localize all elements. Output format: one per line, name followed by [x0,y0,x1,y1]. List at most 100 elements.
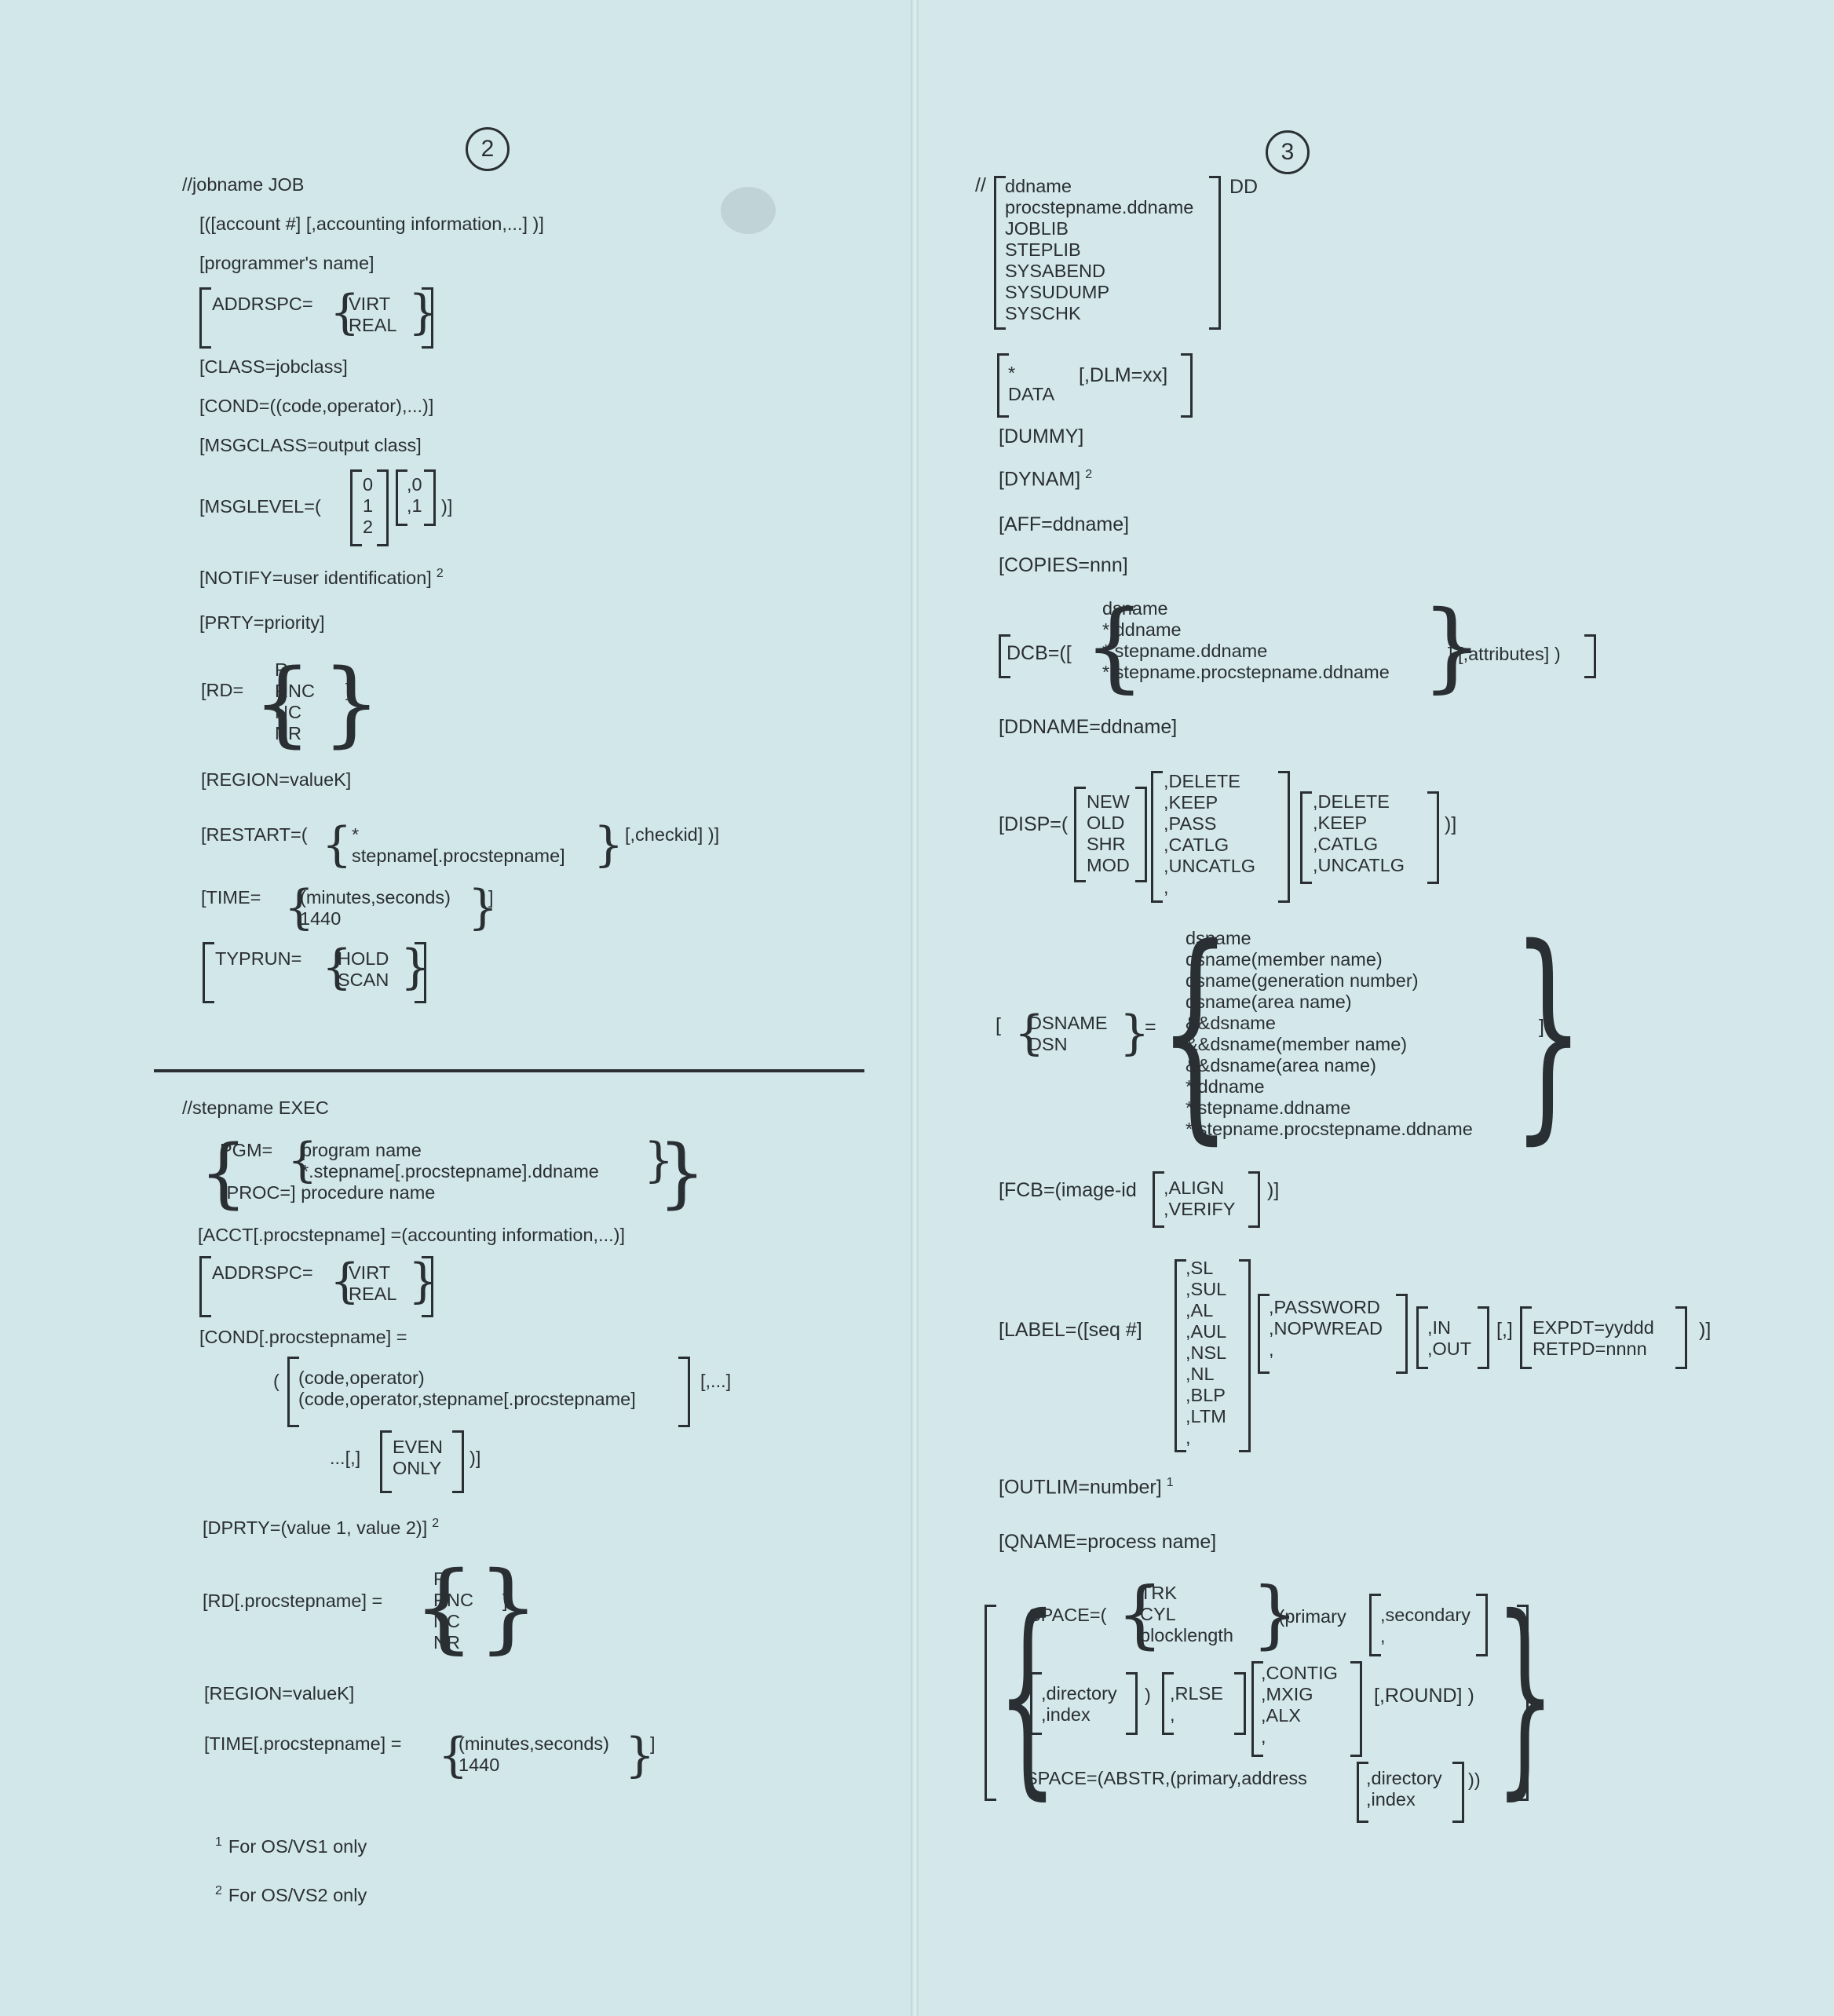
option: NEW [1087,791,1130,812]
bracket-right [1478,1306,1489,1369]
option: ,ALX [1261,1705,1301,1726]
job-cond: [COND=((code,operator),...)] [199,396,434,416]
option: ,CATLG [1164,835,1229,855]
bracket-right [1135,787,1147,882]
dd-qname: [QNAME=process name] [999,1531,1217,1553]
bracket-left [1074,787,1086,882]
option: *.ddname [1186,1076,1265,1097]
bracket-right [1181,353,1193,418]
bracket-left [1162,1672,1174,1735]
bracket-left [203,942,214,1003]
dd-dcb-options: dsname *.ddname *.stepname.ddname *.step… [1102,598,1390,683]
brace-right: } [477,1551,539,1664]
option: dsname [1102,598,1168,619]
exec-region: [REGION=valueK] [204,1683,355,1704]
option: , [1380,1626,1386,1646]
dd-label-close: )] [1699,1319,1712,1341]
bracket-left [1151,771,1163,903]
job-time-label: [TIME= [201,887,261,908]
dd-label-io-options: ,IN ,OUT [1427,1317,1471,1360]
bracket-left [1357,1762,1368,1823]
option: NR [275,723,301,743]
bracket-left [1300,791,1312,884]
option: OLD [1087,813,1125,833]
dd-label-type-options: ,SL ,SUL ,AL ,AUL ,NSL ,NL ,BLP ,LTM , [1186,1258,1226,1448]
option: REAL [349,315,397,335]
exec-cond-tail: [,...] [700,1371,732,1391]
option: ,NSL [1186,1342,1227,1363]
bracket-left [1175,1259,1186,1452]
dprty-text: [DPRTY=(value 1, value 2)] [203,1517,428,1538]
option: DSN [1028,1034,1068,1054]
bracket-left [1369,1594,1381,1656]
bracket-left [380,1430,392,1493]
job-restart-label: [RESTART=( [201,824,308,845]
dd-abstr-close: )) [1468,1769,1481,1790]
option: ,SUL [1186,1279,1227,1299]
job-notify: [NOTIFY=user identification]2 [199,567,444,589]
option: CYL [1140,1604,1176,1624]
option: ,OUT [1427,1339,1472,1359]
job-typrun-options: HOLD SCAN [338,948,389,991]
exec-rd-close: ] [502,1591,508,1611]
dd-fcb-close: )] [1267,1179,1280,1201]
option: SYSCHK [1005,303,1081,323]
dd-fcb-label: [FCB=(image-id [999,1179,1137,1201]
job-addrspc-options: VIRT REAL [349,294,396,336]
option: VIRT [349,294,391,314]
option: DATA [1008,384,1055,404]
option: ,CONTIG [1261,1663,1338,1683]
exec-even-close: )] [469,1448,481,1468]
option: ,SL [1186,1258,1214,1278]
bracket-right [1584,634,1596,678]
option: dsname(area name) [1186,992,1352,1012]
option: , [1269,1339,1274,1360]
bracket-left [350,469,362,546]
dd-label-sep: [,] [1496,1319,1513,1341]
dd-outlim: [OUTLIM=number]1 [999,1476,1174,1499]
dd-space-paren: ) [1145,1685,1151,1705]
bracket-right [1517,1605,1529,1801]
option: *.stepname.procstepname.ddname [1102,662,1390,682]
bracket-right [422,287,433,349]
bracket-right [1278,771,1290,903]
bracket-left [199,287,211,349]
option: NC [275,702,301,722]
bracket-right [1675,1306,1687,1369]
exec-even-lead: ...[,] [330,1448,361,1468]
footnote-text: For OS/VS2 only [228,1884,367,1905]
page-gutter [911,0,919,2016]
bracket-left [1520,1306,1532,1369]
brace-left: { [1014,1006,1045,1061]
option: program name [301,1140,422,1160]
dd-slashes: // [975,174,986,196]
option: ,UNCATLG [1164,856,1256,876]
job-restart-options: * stepname[.procstepname] [352,824,565,867]
bracket-left [1416,1306,1428,1369]
option: *.stepname[.procstepname].ddname [301,1161,599,1181]
footnote-mark: 2 [436,567,444,580]
dd-space-rlse-options: ,RLSE , [1170,1683,1223,1726]
dd-dummy: [DUMMY] [999,425,1084,447]
job-region: [REGION=valueK] [201,769,352,790]
option: * [352,824,360,845]
dd-dsname-open: [ [996,1014,1001,1036]
brace-left: { [997,1571,1058,1818]
exec-time-options: (minutes,seconds) 1440 [458,1733,609,1776]
exec-time-label: [TIME[.procstepname] = [204,1733,402,1754]
option: ,LTM [1186,1406,1226,1426]
option: HOLD [338,948,389,969]
exec-cond-options: (code,operator) (code,operator,stepname[… [298,1368,636,1410]
option: VIRT [349,1262,391,1283]
bracket-right [1234,1672,1246,1735]
job-prty: [PRTY=priority] [199,612,325,633]
job-msglevel-options: 0 1 2 [363,474,373,538]
option: (minutes,seconds) [458,1733,609,1754]
option: EVEN [393,1437,443,1457]
option: ,MXIG [1261,1684,1313,1704]
dd-disp-abnormal-options: ,DELETE ,KEEP ,CATLG ,UNCATLG [1313,791,1405,876]
exec-even-options: EVEN ONLY [393,1437,443,1479]
bracket-left [1258,1294,1270,1374]
job-typrun-label: TYPRUN= [215,948,302,969]
